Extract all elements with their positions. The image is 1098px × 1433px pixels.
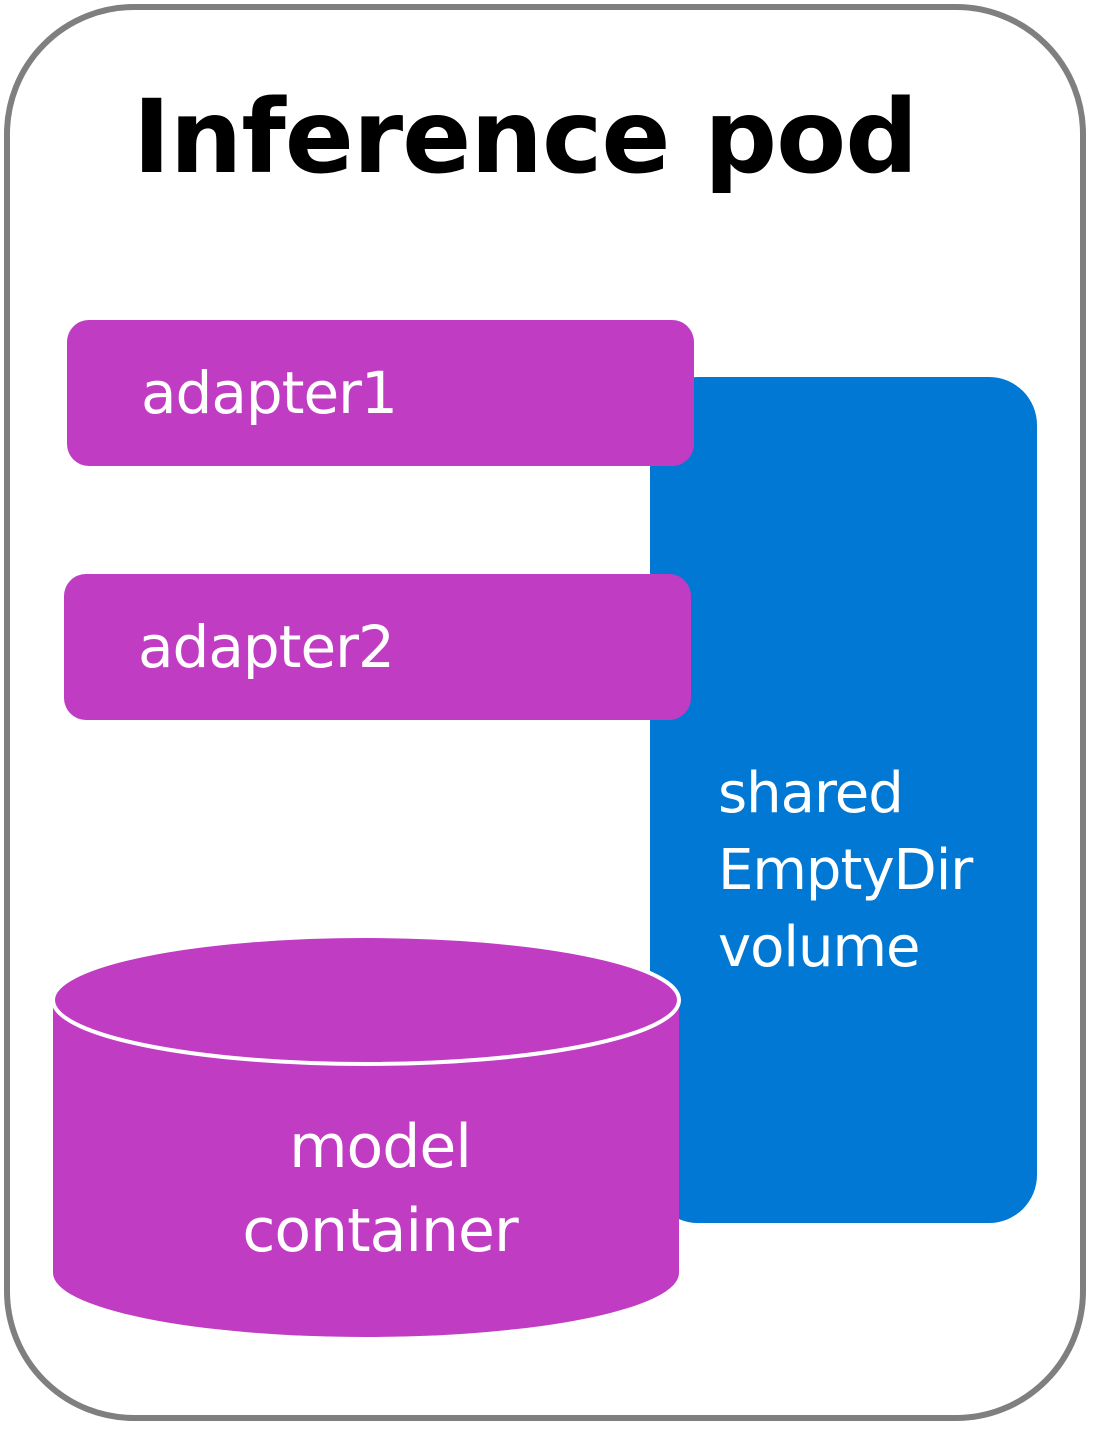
adapter1-block: adapter1 — [67, 320, 694, 466]
volume-label-line-2: EmptyDir — [718, 838, 973, 903]
cylinder-body — [53, 1000, 679, 1337]
adapter2-label: adapter2 — [138, 613, 395, 681]
adapter1-label: adapter1 — [141, 359, 398, 427]
model-label-line-2: container — [242, 1196, 518, 1266]
model-container-label: model container — [130, 1105, 630, 1273]
cylinder-top — [51, 934, 681, 1066]
volume-label-line-1: shared — [718, 761, 904, 826]
adapter2-block: adapter2 — [64, 574, 691, 720]
model-label-line-1: model — [289, 1112, 472, 1182]
shared-volume-label: shared EmptyDir volume — [718, 755, 1018, 986]
pod-title: Inference pod — [132, 78, 918, 197]
volume-label-line-3: volume — [718, 915, 920, 980]
shared-volume-block — [650, 377, 1037, 1223]
